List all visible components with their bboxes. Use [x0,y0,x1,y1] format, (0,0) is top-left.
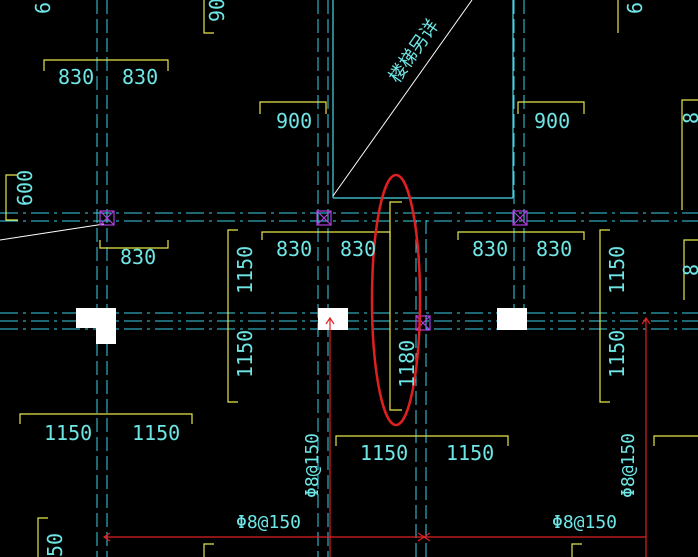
rebar-lines [102,316,651,557]
dim-1150-v-right-1: 1150 [605,246,629,294]
rebar-label-v-right: Φ8@150 [618,433,639,498]
partial-top-right: 6 [623,2,647,14]
dim-830-top-2: 830 [122,65,158,89]
dim-1150-bottom-1: 1150 [44,421,92,445]
dim-1150-bottom-3: 1150 [360,441,408,465]
dim-830-mid-1: 830 [276,237,312,261]
dim-600: 600 [13,170,37,206]
dim-1150-v-right-2: 1150 [605,330,629,378]
dim-1180: 1180 [395,340,419,388]
wall-blocks [76,308,527,344]
dim-830-top-1: 830 [58,65,94,89]
dim-1150-v-left-2: 1150 [233,330,257,378]
partial-top-left: 6 [31,2,55,14]
rebar-label-v-left: Φ8@150 [302,433,323,498]
column-markers [99,210,528,331]
partial-right-a: 8 [679,112,698,124]
dim-1150-bottom-4: 1150 [446,441,494,465]
dim-830-axis: 830 [120,245,156,269]
dim-830-right-1: 830 [472,237,508,261]
partial-bottom-left: 50 [43,533,67,557]
rebar-label-h-left: Φ8@150 [236,512,301,533]
dim-900-right: 900 [534,109,570,133]
dim-1150-v-left-1: 1150 [233,246,257,294]
dim-1150-bottom-2: 1150 [132,421,180,445]
rebar-label-h-right: Φ8@150 [552,512,617,533]
highlight-ellipse[interactable] [370,173,422,427]
dimension-brackets [5,0,698,557]
dim-900-left: 900 [276,109,312,133]
partial-top-mid: 90 [205,0,229,22]
left-diagonal [0,223,105,241]
stair-opening [332,0,514,199]
partial-right-b: 8 [679,264,698,276]
dimension-labels: 830 830 900 900 600 830 830 830 830 830 … [13,0,698,557]
dim-830-mid-2: 830 [340,237,376,261]
stair-note: 楼梯另详 [385,16,443,87]
stair-diagonal [332,0,473,197]
rebar-labels: Φ8@150 Φ8@150 Φ8@150 Φ8@150 [236,433,639,533]
dim-830-right-2: 830 [536,237,572,261]
